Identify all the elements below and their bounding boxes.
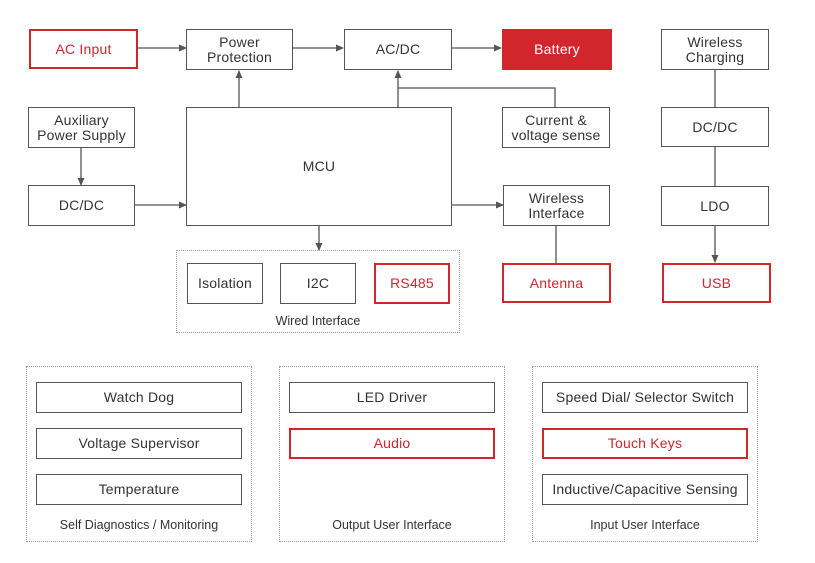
dc-dc-right-block: DC/DC <box>661 107 769 147</box>
battery-block: Battery <box>502 29 612 70</box>
current-voltage-sense-block: Current & voltage sense <box>502 107 610 148</box>
voltage-supervisor-block: Voltage Supervisor <box>36 428 242 459</box>
usb-block: USB <box>662 263 771 303</box>
output-ui-group <box>279 366 505 542</box>
ldo-block: LDO <box>661 186 769 226</box>
input-ui-group <box>532 366 758 542</box>
watch-dog-block: Watch Dog <box>36 382 242 413</box>
wired-interface-caption: Wired Interface <box>275 314 361 328</box>
input-ui-caption: Input User Interface <box>590 518 700 532</box>
wireless-interface-block: Wireless Interface <box>503 185 610 226</box>
auxiliary-power-supply-block: Auxiliary Power Supply <box>28 107 135 148</box>
rs485-block: RS485 <box>374 263 450 304</box>
i2c-block: I2C <box>280 263 356 304</box>
antenna-block: Antenna <box>502 263 611 303</box>
ac-input-block: AC Input <box>29 29 138 69</box>
dc-dc-left-block: DC/DC <box>28 185 135 226</box>
self-diagnostics-caption: Self Diagnostics / Monitoring <box>59 518 219 532</box>
audio-block: Audio <box>289 428 495 459</box>
touch-keys-block: Touch Keys <box>542 428 748 459</box>
self-diagnostics-group <box>26 366 252 542</box>
led-driver-block: LED Driver <box>289 382 495 413</box>
wired-interface-group <box>176 250 460 333</box>
mcu-block: MCU <box>186 107 452 226</box>
power-protection-block: Power Protection <box>186 29 293 70</box>
wireless-charging-block: Wireless Charging <box>661 29 769 70</box>
isolation-block: Isolation <box>187 263 263 304</box>
output-ui-caption: Output User Interface <box>332 518 452 532</box>
line-sense-to-acdc <box>398 87 556 107</box>
inductive-capacitive-sensing-block: Inductive/Capacitive Sensing <box>542 474 748 505</box>
ac-dc-block: AC/DC <box>344 29 452 70</box>
temperature-block: Temperature <box>36 474 242 505</box>
speed-dial-selector-block: Speed Dial/ Selector Switch <box>542 382 748 413</box>
